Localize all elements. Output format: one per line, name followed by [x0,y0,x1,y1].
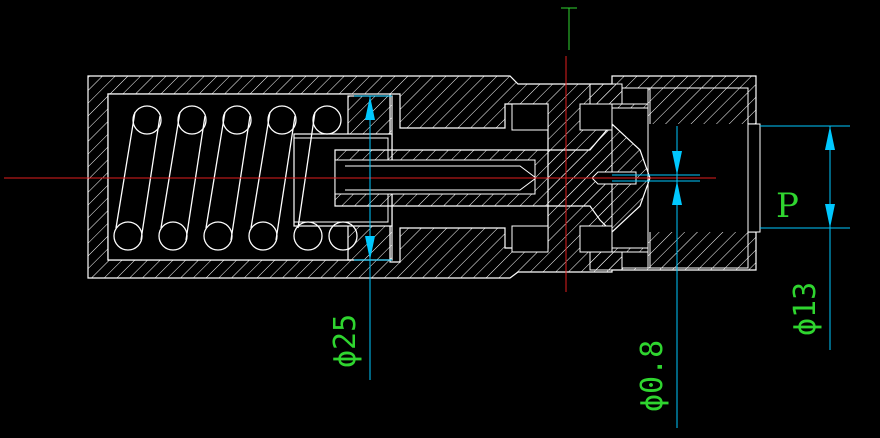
pressure-label-text: P [776,186,799,226]
dimension-d25: ϕ25 [328,95,392,380]
top-leader [561,7,577,50]
centerlines [4,56,716,292]
dimension-d08: ϕ0.8 [612,126,700,428]
pressure-label: P [776,186,799,226]
dimension-text-d13: ϕ13 [788,282,823,336]
dimension-text-d08: ϕ0.8 [635,340,670,412]
plunger [334,83,651,271]
dimension-d13: ϕ13 [760,125,850,350]
dimension-text-d25: ϕ25 [328,314,363,368]
